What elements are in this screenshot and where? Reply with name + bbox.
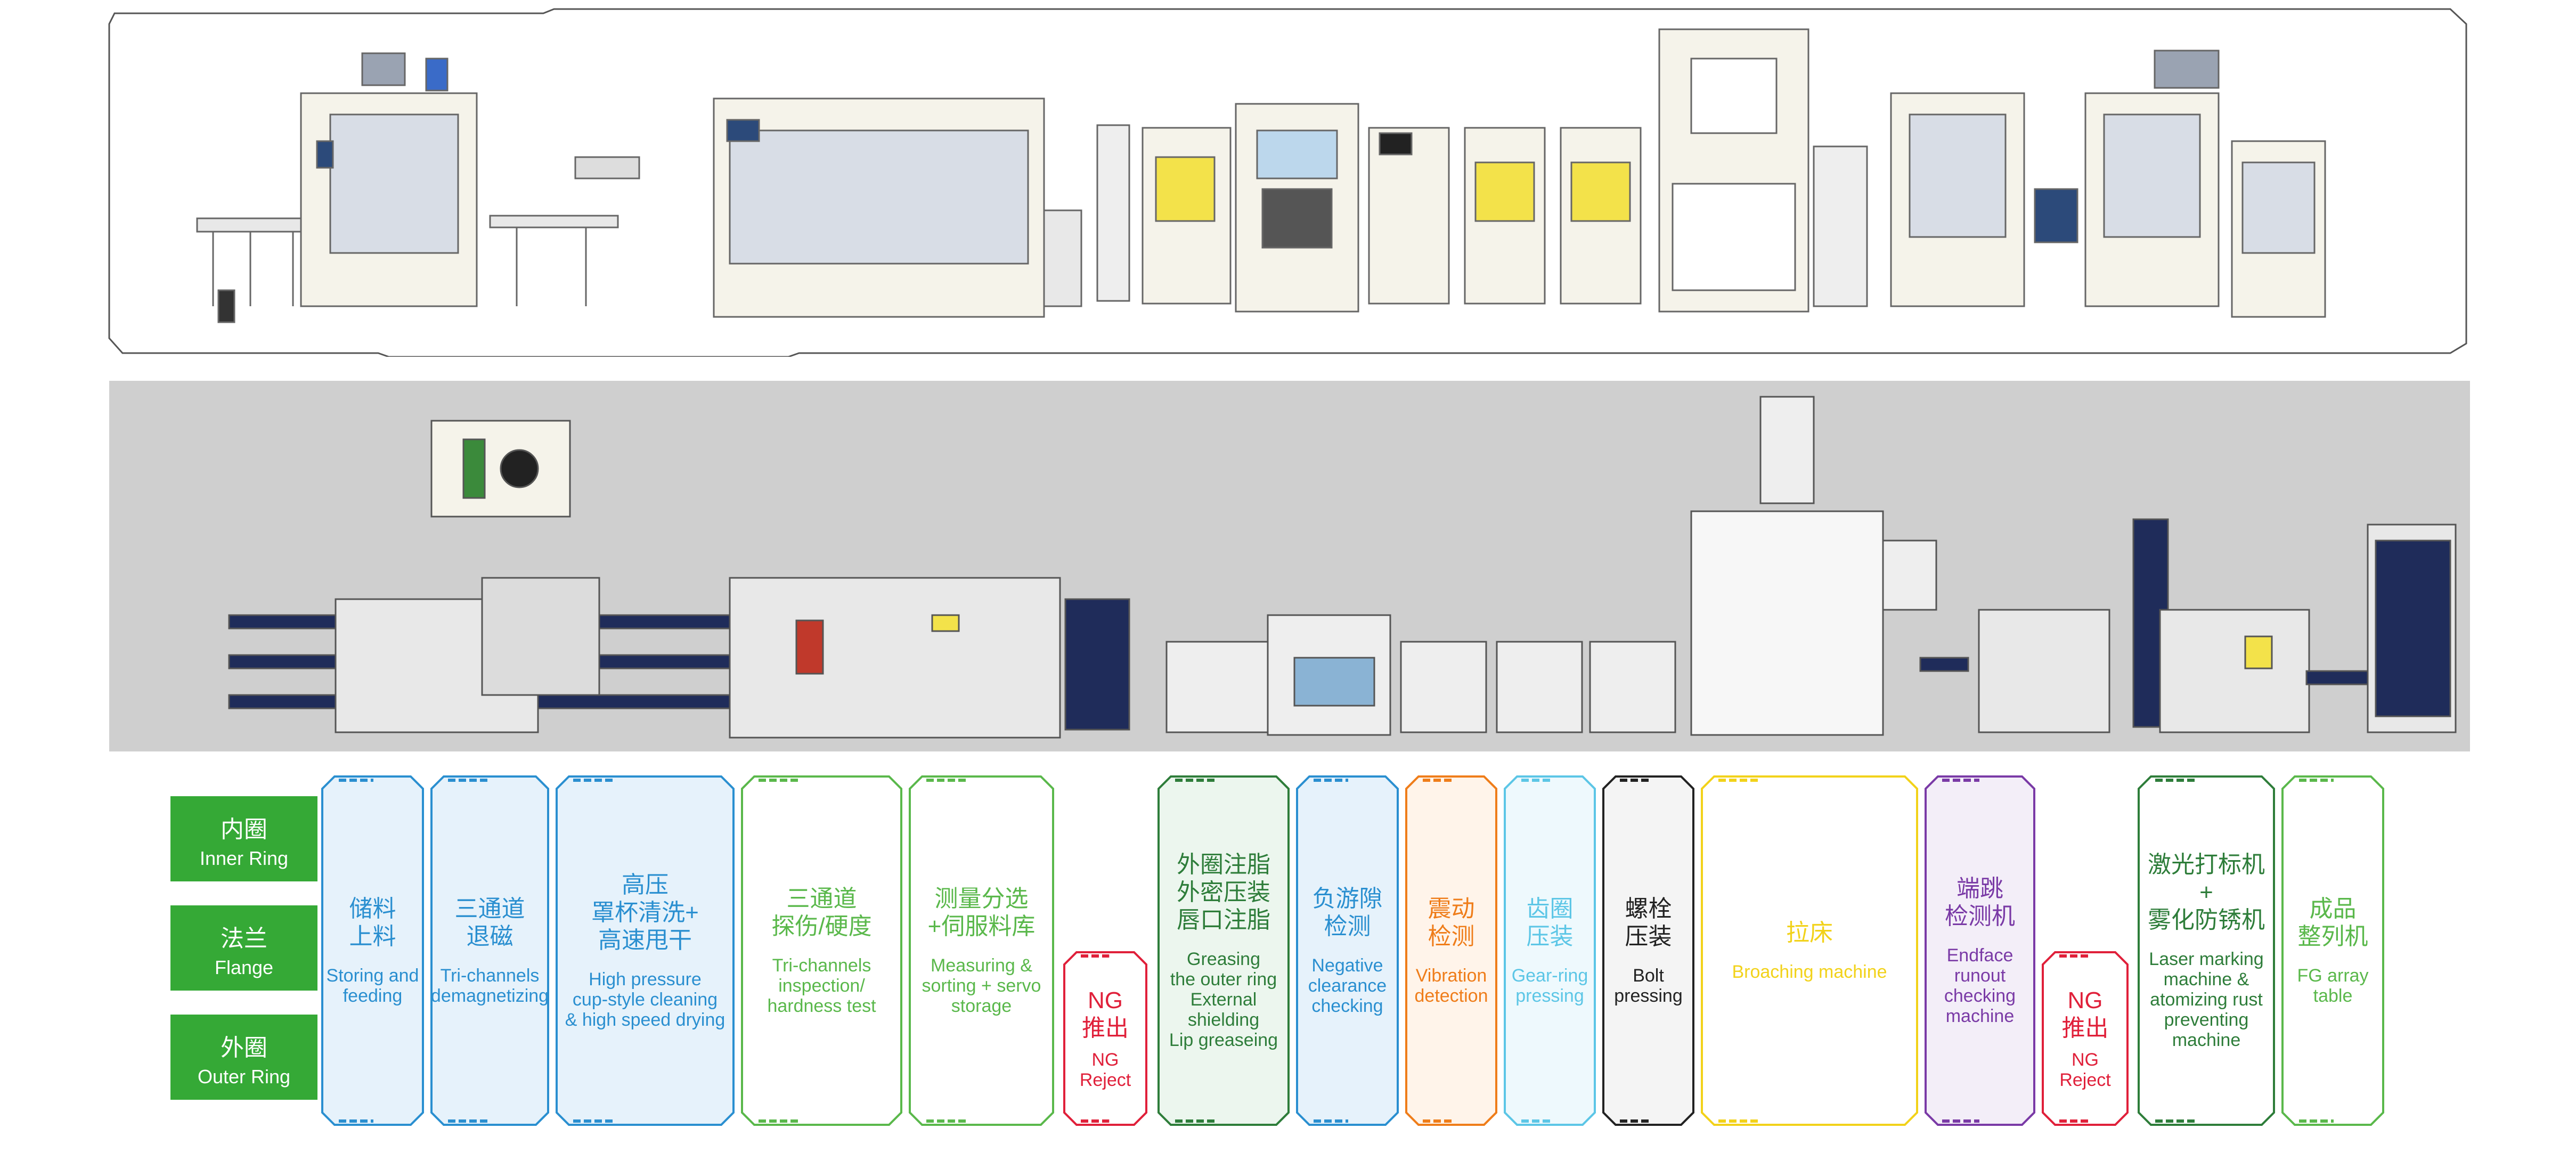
label-en: Flange [214, 957, 274, 978]
station-cn: 测量分选 +伺服料库 [927, 886, 1036, 939]
label-cn: 内圈 [221, 816, 267, 843]
station-en: NG Reject [1079, 1050, 1131, 1090]
station-ng-reject-1: NG 推出 NG Reject [1063, 951, 1148, 1126]
label-cn: 外圈 [221, 1035, 267, 1061]
station-en: Endface runout checking machine [1944, 945, 2016, 1026]
station-frame [2281, 775, 2384, 1126]
station-frame [2138, 775, 2275, 1126]
station-en: NG Reject [2059, 1050, 2111, 1090]
station-en: Laser marking machine & atomizing rust p… [2149, 949, 2264, 1050]
station-frame [909, 775, 1054, 1126]
station-en: Negative clearance checking [1308, 955, 1387, 1016]
station-demagnetizing: 三通道 退磁 Tri-channels demagnetizing [430, 775, 550, 1126]
station-frame [1405, 775, 1497, 1126]
label-inner-ring: 内圈 Inner Ring [170, 796, 317, 881]
station-cn: 成品 整列机 [2297, 896, 2368, 950]
station-en: Tri-channels demagnetizing [430, 966, 549, 1006]
station-cn: 齿圈 压装 [1526, 896, 1574, 950]
station-frame [430, 775, 549, 1126]
station-en: High pressure cup-style cleaning & high … [565, 969, 725, 1030]
station-en: Vibration detection [1414, 966, 1488, 1006]
station-en: Broaching machine [1732, 962, 1887, 982]
station-cn: NG 推出 [2061, 987, 2109, 1041]
station-frame [1602, 775, 1694, 1126]
station-cn: 震动 检测 [1428, 896, 1475, 950]
front-view-panel [107, 8, 2472, 358]
station-frame [1925, 775, 2035, 1126]
station-endface-runout: 端跳 检测机 Endface runout checking machine [1924, 775, 2036, 1126]
station-inspection-hardness: 三通道 探伤/硬度 Tri-channels inspection/ hardne… [740, 775, 903, 1126]
station-en: Storing and feeding [326, 966, 419, 1006]
station-frame [741, 775, 902, 1126]
station-negative-clearance: 负游隙 检测 Negative clearance checking [1295, 775, 1399, 1126]
station-en: Bolt pressing [1614, 966, 1683, 1006]
station-laser-marking-rust: 激光打标机 + 雾化防锈机 Laser marking machine & ato… [2137, 775, 2276, 1126]
label-flange: 法兰 Flange [170, 905, 317, 991]
station-en: Measuring & sorting + servo storage [922, 955, 1041, 1016]
station-ng-reject-2: NG 推出 NG Reject [2041, 951, 2129, 1126]
station-frame [321, 775, 424, 1126]
station-cn: 端跳 检测机 [1945, 876, 2015, 929]
station-cn: 拉床 [1786, 920, 1833, 946]
label-en: Inner Ring [199, 847, 289, 869]
front-view-drawing [108, 8, 2467, 358]
station-frame [1296, 775, 1399, 1126]
top-view-drawing [228, 396, 2457, 739]
label-en: Outer Ring [197, 1066, 291, 1088]
station-en: Gear-ring pressing [1511, 966, 1588, 1006]
station-cleaning-drying: 高压 罩杯清洗+ 高速甩干 High pressure cup-style cle… [555, 775, 735, 1126]
station-frame [1063, 951, 1147, 1126]
station-storing-feeding: 储料 上料 Storing and feeding [321, 775, 425, 1126]
station-cn: 三通道 退磁 [454, 896, 525, 950]
station-frame [556, 775, 735, 1126]
station-gear-ring-pressing: 齿圈 压装 Gear-ring pressing [1503, 775, 1596, 1126]
station-cn: 螺栓 压装 [1625, 896, 1672, 950]
station-vibration-detection: 震动 检测 Vibration detection [1405, 775, 1498, 1126]
station-cn: 激光打标机 + 雾化防锈机 [2148, 852, 2265, 933]
label-outer-ring: 外圈 Outer Ring [170, 1015, 317, 1100]
station-cn: 储料 上料 [349, 896, 396, 950]
label-cn: 法兰 [221, 926, 267, 952]
station-cn: 高压 罩杯清洗+ 高速甩干 [591, 872, 699, 953]
station-frame [1157, 775, 1290, 1126]
station-broaching-machine: 拉床 Broaching machine [1700, 775, 1919, 1126]
station-frame [1504, 775, 1596, 1126]
station-fg-array-table: 成品 整列机 FG array table [2281, 775, 2385, 1126]
station-cn: NG 推出 [1082, 987, 1129, 1041]
station-en: Greasing the outer ring External shieldi… [1169, 949, 1278, 1050]
station-frame [1701, 775, 1918, 1126]
station-cn: 负游隙 检测 [1312, 886, 1383, 939]
station-measuring-sorting: 测量分选 +伺服料库 Measuring & sorting + servo st… [908, 775, 1055, 1126]
station-greasing-shielding: 外圈注脂 外密压装 唇口注脂 Greasing the outer ring Ex… [1157, 775, 1290, 1126]
station-frame [2042, 951, 2129, 1126]
station-cn: 外圈注脂 外密压装 唇口注脂 [1177, 852, 1270, 933]
station-en: Tri-channels inspection/ hardness test [767, 955, 876, 1016]
station-en: FG array table [2297, 966, 2369, 1006]
top-view-panel [109, 381, 2470, 751]
station-bolt-pressing: 螺栓 压装 Bolt pressing [1602, 775, 1695, 1126]
station-cn: 三通道 探伤/硬度 [771, 886, 872, 939]
